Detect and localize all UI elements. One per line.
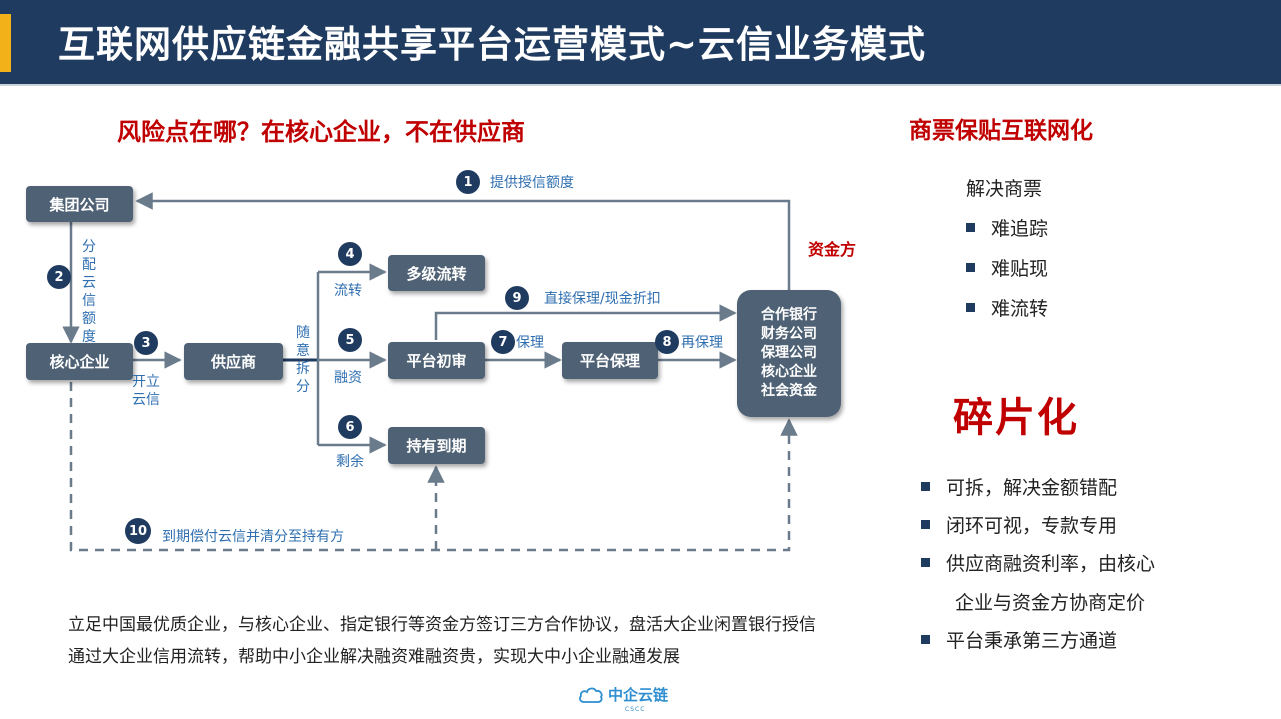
page-title: 互联网供应链金融共享平台运营模式~云信业务模式	[58, 23, 927, 66]
bullet-icon	[921, 635, 930, 644]
step-1-label: 提供授信额度	[490, 175, 574, 191]
step-1-badge: 1	[456, 170, 480, 194]
solve-label: 解决商票	[966, 178, 1043, 200]
step-6-badge: 6	[338, 415, 362, 439]
step-9-badge: 9	[505, 286, 529, 310]
step-5-label: 融资	[334, 370, 362, 386]
bullet-icon	[966, 223, 975, 232]
right-heading: 商票保贴互联网化	[909, 118, 1093, 144]
step-3-badge: 3	[134, 331, 158, 355]
funder-factoring-company: 保理公司	[761, 345, 817, 361]
benefit-item-4: 平台秉承第三方通道	[921, 626, 1117, 653]
arrow-repayment	[69, 382, 798, 552]
node-platform-initial-review: 平台初审	[388, 342, 485, 379]
funder-bank: 合作银行	[761, 307, 817, 323]
arrow-credit-line	[135, 192, 791, 290]
summary-line-2: 通过大企业信用流转，帮助中小企业解决融资难融资贵，实现大中小企业融通发展	[68, 647, 680, 667]
bullet-icon	[921, 558, 930, 567]
step-5-badge: 5	[338, 328, 362, 352]
step-6-label: 剩余	[336, 454, 364, 470]
funder-core-enterprise: 核心企业	[761, 364, 817, 380]
funder-social-capital: 社会资金	[761, 383, 817, 399]
summary-line-1: 立足中国最优质企业，与核心企业、指定银行等资金方签订三方合作协议，盘活大企业闲置…	[68, 615, 816, 635]
benefit-item-3-continued: 企业与资金方协商定价	[955, 592, 1146, 614]
logo-text: 中企云链	[608, 686, 669, 704]
step-7-badge: 7	[491, 330, 515, 354]
bullet-icon	[966, 263, 975, 272]
benefit-text-1: 可拆，解决金额错配	[946, 477, 1118, 499]
issue-item-3: 难流转	[966, 294, 1048, 321]
company-logo: 中企云链	[578, 684, 668, 705]
bullet-icon	[966, 303, 975, 312]
cloud-chain-icon	[579, 687, 603, 703]
issue-text-3: 难流转	[991, 298, 1049, 320]
step-3-label: 开立云信	[132, 374, 160, 408]
step-4-label: 流转	[334, 283, 362, 299]
node-funders: 合作银行 财务公司 保理公司 核心企业 社会资金	[737, 290, 841, 417]
step-8-badge: 8	[655, 330, 679, 354]
logo-subtext: CSCC	[625, 706, 646, 713]
arrow-direct-factoring	[434, 304, 737, 340]
title-bar: 互联网供应链金融共享平台运营模式~云信业务模式	[0, 0, 1281, 84]
issue-text-1: 难追踪	[991, 218, 1049, 240]
node-supplier: 供应商	[184, 343, 283, 380]
step-10-badge: 10	[125, 518, 151, 544]
benefit-text-3: 供应商融资利率，由核心	[946, 553, 1156, 575]
step-9-label: 直接保理/现金折扣	[544, 291, 661, 307]
risk-question-heading: 风险点在哪？在核心企业，不在供应商	[117, 118, 525, 146]
fund-side-label: 资金方	[808, 240, 857, 259]
title-accent-bar	[0, 14, 11, 72]
issue-item-1: 难追踪	[966, 214, 1048, 241]
node-platform-factoring: 平台保理	[562, 342, 658, 379]
funder-finance-company: 财务公司	[761, 326, 817, 342]
benefit-text-4: 平台秉承第三方通道	[946, 630, 1118, 652]
bullet-icon	[921, 482, 930, 491]
step-2-label: 分配云信额度	[82, 239, 96, 345]
bullet-icon	[921, 520, 930, 529]
node-multi-level-transfer: 多级流转	[388, 255, 485, 291]
header-divider	[0, 84, 1281, 86]
issue-text-2: 难贴现	[991, 258, 1049, 280]
step-10-label: 到期偿付云信并清分至持有方	[162, 529, 344, 545]
benefit-text-2: 闭环可视，专款专用	[946, 515, 1118, 537]
benefit-item-1: 可拆，解决金额错配	[921, 473, 1117, 500]
split-label: 随意拆分	[296, 325, 310, 395]
benefit-item-2: 闭环可视，专款专用	[921, 511, 1117, 538]
step-4-badge: 4	[338, 242, 362, 266]
issue-item-2: 难贴现	[966, 254, 1048, 281]
benefit-item-3: 供应商融资利率，由核心	[921, 549, 1155, 576]
step-8-label: 再保理	[681, 335, 723, 351]
fragmentation-heading: 碎片化	[953, 394, 1079, 441]
node-core-enterprise: 核心企业	[26, 343, 133, 380]
node-hold-to-maturity: 持有到期	[388, 427, 485, 464]
step-7-label: 保理	[516, 335, 544, 351]
step-2-badge: 2	[47, 265, 71, 289]
node-group-company: 集团公司	[26, 186, 133, 222]
